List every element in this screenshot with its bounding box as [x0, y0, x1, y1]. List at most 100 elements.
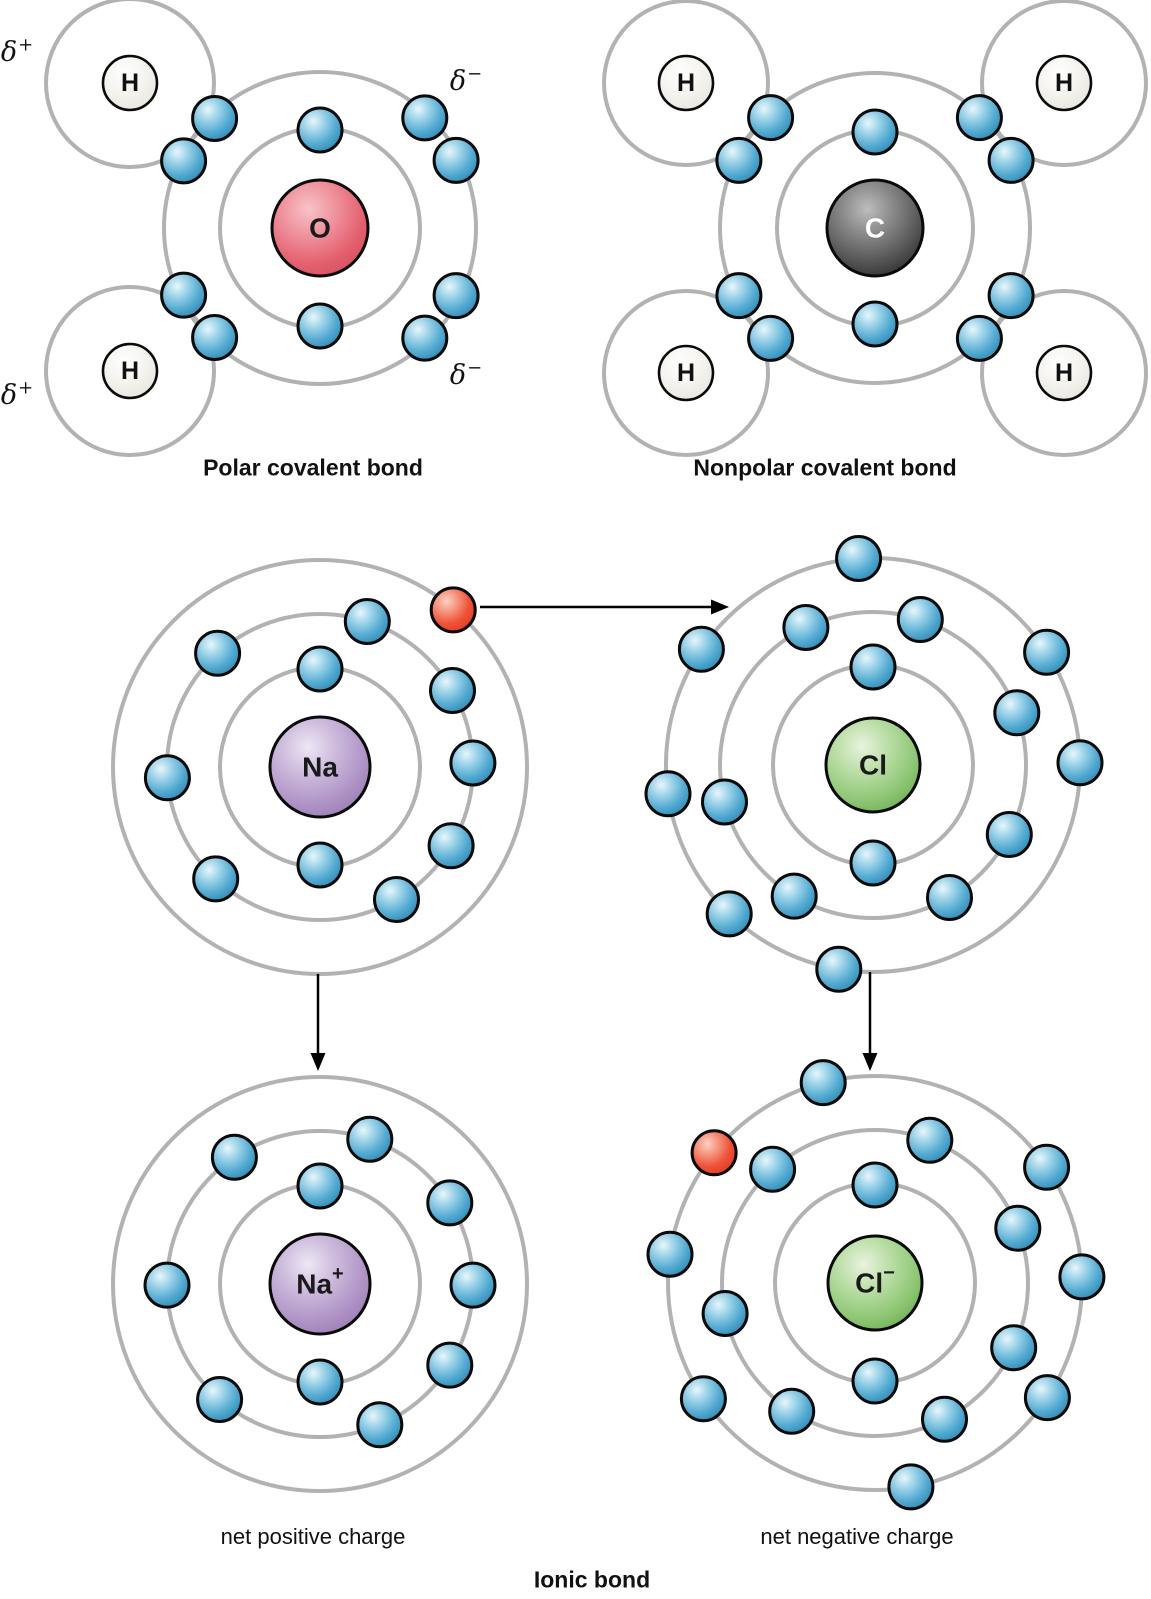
electron — [343, 598, 391, 645]
hydrogen-shell — [602, 0, 770, 167]
chlorine-becomes-ion-arrow — [862, 972, 878, 1071]
electron — [705, 890, 753, 938]
caption-net-negative-charge: net negative charge — [760, 1524, 954, 1549]
electron — [296, 106, 344, 154]
electron — [296, 1162, 344, 1210]
hydrogen-shell — [602, 289, 770, 457]
electron — [849, 839, 897, 887]
nucleus-O — [270, 178, 370, 278]
nucleus-label: Cl — [859, 750, 887, 781]
electron — [296, 645, 344, 693]
electron — [987, 136, 1035, 184]
electron — [449, 739, 497, 787]
electron — [346, 1115, 394, 1163]
hydrogen-label: H — [677, 69, 695, 97]
electron-shell — [111, 1075, 529, 1493]
electron — [835, 535, 883, 582]
electron — [701, 1290, 749, 1337]
electron-transfer-arrow — [480, 599, 729, 615]
nucleus-H — [1035, 54, 1093, 112]
electron — [677, 625, 725, 673]
electron — [715, 272, 763, 320]
delta-minus-label: δ− — [450, 358, 482, 391]
electron — [449, 1261, 497, 1309]
electron-shell — [162, 70, 478, 386]
nucleus-H — [1035, 344, 1093, 402]
hydrogen-label: H — [677, 359, 695, 387]
hydrogen-shell — [44, 285, 216, 457]
electron — [356, 1401, 404, 1449]
plus-sign: + — [18, 377, 34, 399]
electron-shell — [718, 71, 1032, 385]
electron — [432, 136, 480, 184]
electron — [644, 770, 692, 818]
electron — [851, 108, 899, 156]
electron — [747, 94, 795, 142]
delta-symbol: δ — [449, 65, 467, 97]
electron — [429, 667, 476, 714]
electron — [432, 272, 480, 320]
nucleus-label: C — [865, 213, 885, 244]
sodium-becomes-ion-arrow — [310, 974, 326, 1071]
caption-net-positive-charge: net positive charge — [220, 1524, 406, 1549]
polar-covalent-water-molecule: OHH — [44, 0, 480, 457]
hydrogen-shell — [44, 0, 216, 169]
caption-ionic-bond: Ionic bond — [533, 1566, 651, 1593]
nucleus-H — [101, 54, 159, 112]
delta-symbol: δ — [0, 36, 18, 68]
electron — [987, 272, 1035, 320]
electron — [896, 596, 944, 643]
electron — [1023, 1374, 1071, 1422]
arrow-head — [862, 1053, 878, 1071]
electron — [210, 1133, 258, 1181]
electron-shell — [720, 1128, 1030, 1438]
electron — [994, 1204, 1042, 1252]
electron — [296, 1358, 344, 1406]
electron — [749, 1145, 797, 1193]
hydrogen-label: H — [121, 69, 139, 97]
electron — [851, 1161, 899, 1209]
hydrogen-label: H — [1055, 69, 1073, 97]
electron — [715, 136, 763, 184]
electron — [373, 876, 420, 923]
electron — [1023, 1143, 1071, 1191]
electron — [747, 314, 795, 362]
delta-plus-label: δ+ — [1, 378, 33, 411]
hydrogen-shell — [980, 289, 1148, 457]
electron — [782, 604, 830, 651]
electron-shell — [111, 558, 529, 976]
nucleus-H — [657, 54, 715, 112]
nucleus-Na — [268, 715, 372, 819]
minus-sign: − — [467, 63, 483, 85]
nucleus-Cl — [826, 1234, 924, 1332]
delta-plus-label: δ+ — [1, 35, 33, 68]
delta-symbol: δ — [449, 359, 467, 391]
nucleus-Cl — [824, 716, 922, 814]
sodium-ion: Na+ — [111, 1075, 529, 1493]
electron — [851, 1357, 899, 1405]
electron — [990, 1324, 1038, 1372]
electron — [143, 1261, 191, 1309]
electron — [1056, 739, 1104, 787]
electron — [194, 629, 242, 677]
electron-shell — [718, 610, 1028, 920]
nucleus-label: Cl− — [855, 1262, 895, 1299]
chloride-ion: Cl− — [646, 1059, 1106, 1511]
electron — [701, 778, 748, 826]
electron — [191, 314, 239, 361]
electron — [646, 1230, 694, 1278]
sodium-atom: Na — [111, 558, 529, 976]
electron — [296, 302, 344, 350]
nucleus-label: Na — [302, 752, 338, 783]
electron — [679, 1375, 727, 1423]
plus-sign: + — [18, 34, 34, 56]
electron — [160, 271, 208, 319]
nucleus-H — [657, 344, 715, 402]
electron — [921, 1395, 968, 1443]
electron — [196, 1376, 244, 1423]
electron — [426, 1341, 474, 1389]
electron — [906, 1116, 954, 1164]
